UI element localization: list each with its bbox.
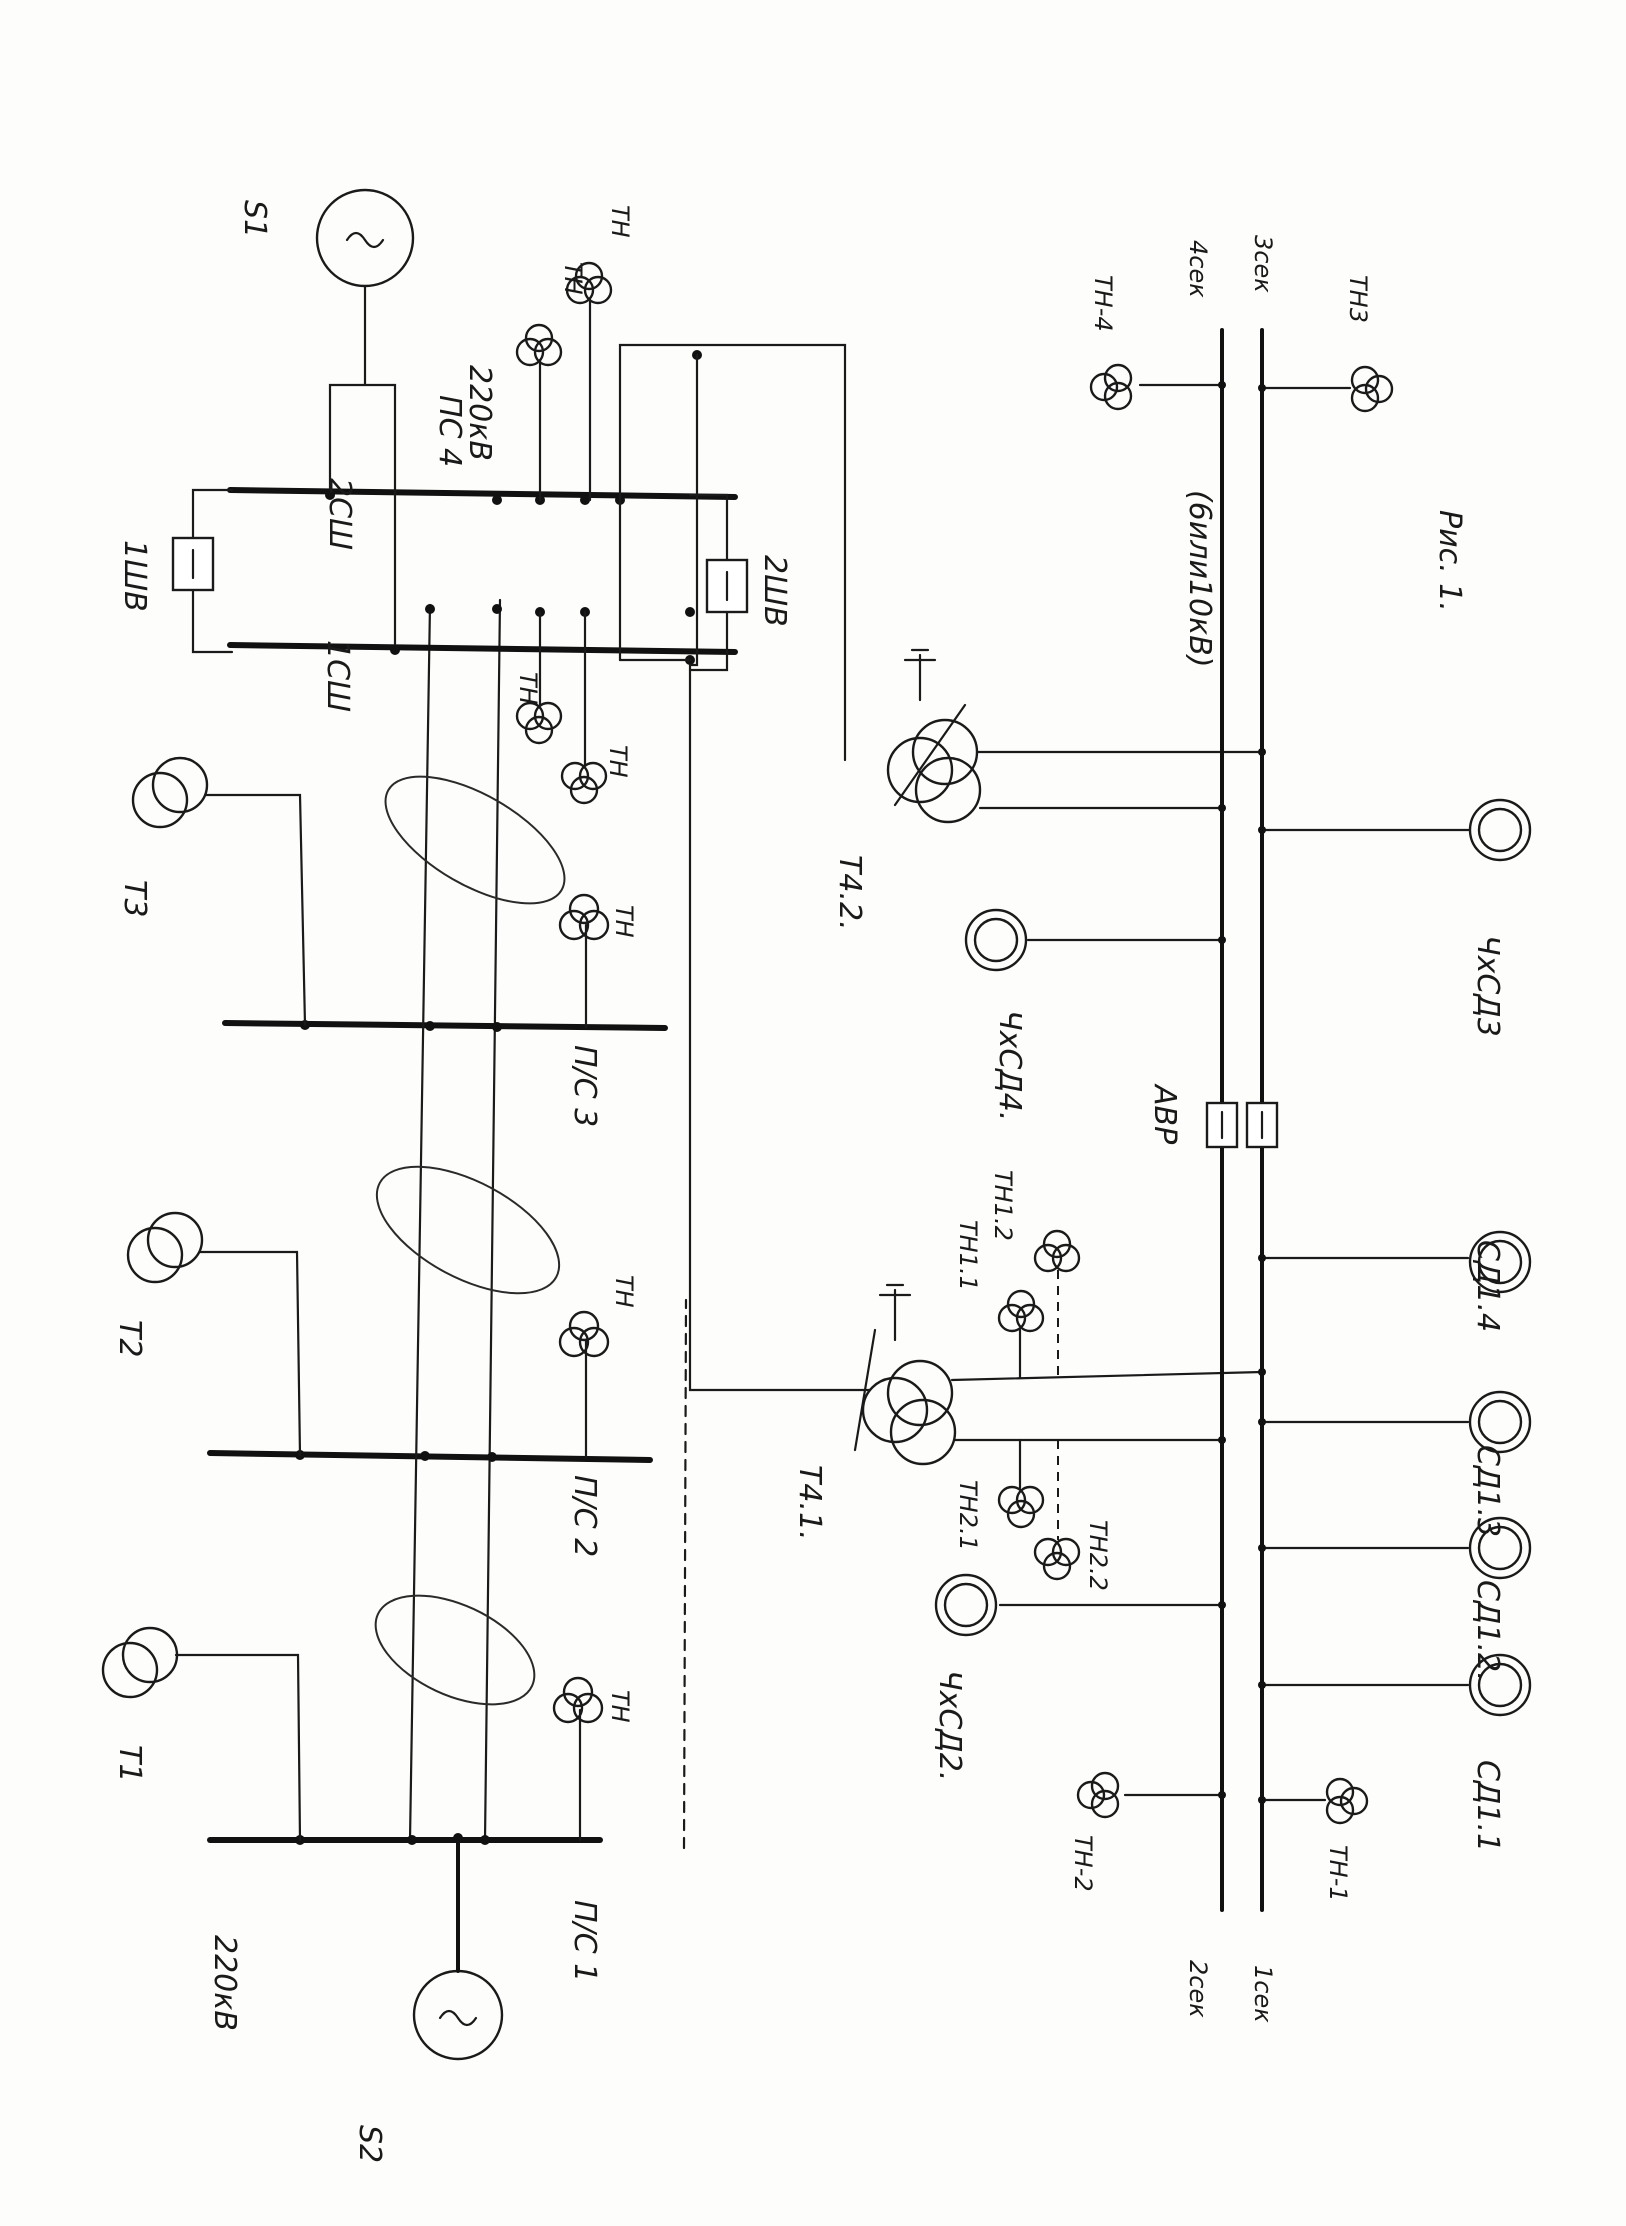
label-th2: ТН-2 [1069, 1835, 1097, 1892]
label-th21: ТН2.1 [954, 1480, 982, 1551]
avr-breakers [1205, 1101, 1279, 1149]
label-4sek: 4сек [1184, 240, 1212, 298]
vt-th3 [1260, 365, 1394, 413]
label-th-ps1: ТН [606, 1690, 634, 1723]
label-th-ps4-a: ТН [559, 262, 587, 295]
vt-th2 [1076, 1771, 1224, 1819]
label-fig: Рис. 1. [1432, 510, 1467, 612]
transformer-t2 [126, 1211, 302, 1457]
source-s2 [412, 1833, 504, 2061]
label-th3: ТН3 [1344, 275, 1372, 323]
transformer-t1 [101, 1626, 302, 1842]
label-1sek: 1сек [1249, 1965, 1277, 2023]
vt-ps4-a [515, 323, 563, 502]
transformer-t3 [131, 756, 307, 1027]
section-buses [1220, 328, 1264, 1912]
ps4-busbars [227, 487, 738, 655]
label-6-10kv: (6или10кВ) [1182, 490, 1217, 668]
label-th-ps4-b: ТН [606, 205, 634, 238]
transformer-t4-1 [853, 1283, 1264, 1466]
vt-th11-th12 [997, 1229, 1081, 1380]
label-1sh: 1СШ [320, 640, 355, 712]
label-th-ps3: ТН [610, 905, 638, 938]
label-t4-1: Т4.1. [792, 1465, 827, 1541]
label-th22: ТН2.2 [1084, 1520, 1112, 1591]
label-2sek: 2сек [1184, 1960, 1212, 2018]
vt-th21-th22 [997, 1438, 1081, 1581]
label-ixsd2: ЧхСД2. [932, 1670, 967, 1781]
label-ps2: П/С 2 [567, 1475, 602, 1557]
label-2shv: 2ШВ [757, 555, 792, 627]
transformer-t4-2 [886, 648, 1264, 824]
busbar-1sh [227, 487, 738, 500]
bus-coupler-1shv [171, 488, 234, 654]
busbar-2sh [227, 642, 738, 655]
label-sd13: СД1.3 [1470, 1445, 1505, 1537]
label-th12: ТН1.2 [989, 1170, 1017, 1241]
label-t1: Т1 [112, 1745, 147, 1782]
label-t3: Т3 [117, 880, 152, 917]
label-s1: S1 [237, 200, 272, 238]
label-th-ps2: ТН [610, 1275, 638, 1308]
substation-buses [207, 1020, 668, 1843]
label-sd12: СД1.2. [1470, 1580, 1505, 1682]
label-th1: ТН-1 [1324, 1845, 1352, 1902]
motors-ixsd [934, 908, 1224, 1637]
vt-ps4-c [515, 610, 563, 745]
feeders-t4 [618, 343, 872, 1392]
vt-th4 [1089, 363, 1224, 411]
label-t4-2: Т4.2. [832, 855, 867, 931]
label-ps4-kv: 220кВ [462, 365, 497, 461]
label-sd11: СД1.1 [1470, 1760, 1505, 1852]
source-s1 [315, 188, 415, 655]
vt-ps1 [552, 1676, 604, 1842]
label-avr: АВР [1147, 1083, 1182, 1145]
vt-ps3 [558, 893, 610, 1029]
section-dots [1218, 381, 1266, 1804]
labels: S1 S2 220кВ П/С 1 П/С 2 П/С 3 ПС 4 220кВ… [112, 200, 1505, 2163]
vt-th1 [1260, 1777, 1369, 1825]
bus-ps3 [222, 1020, 668, 1031]
bus-ps2 [207, 1450, 653, 1463]
bus-coupler-2shv [688, 493, 749, 672]
vt-ps2 [558, 1310, 610, 1459]
label-sd14: СД1.4 [1470, 1240, 1505, 1332]
label-3sek: 3сек [1249, 235, 1277, 293]
vt-ps4-b [565, 261, 613, 502]
label-2sh: 2СШ [322, 478, 357, 550]
motors-sd [1260, 798, 1532, 1717]
label-t2: Т2 [112, 1320, 147, 1357]
label-th-ps4-c: ТН [514, 672, 542, 705]
label-th11: ТН1.1 [954, 1220, 982, 1291]
label-s2: S2 [352, 2125, 387, 2163]
junction-dots [295, 1020, 502, 1845]
label-ps4: ПС 4 [432, 395, 467, 467]
label-ps1: П/С 1 [567, 1900, 602, 1982]
label-1shv: 1ШВ [117, 540, 152, 612]
label-ixsd3: ЧхСД3 [1470, 935, 1505, 1037]
label-th-ps4-d: ТН [604, 745, 632, 778]
label-ixsd4: ЧхСД4. [992, 1010, 1027, 1121]
line-ellipses [374, 775, 566, 1706]
label-th4: ТН-4 [1089, 275, 1117, 332]
transmission-lines [408, 598, 688, 1850]
label-ps3: П/С 3 [567, 1045, 602, 1127]
label-220kv: 220кВ [207, 1935, 242, 2031]
vt-ps4-d [560, 610, 608, 805]
